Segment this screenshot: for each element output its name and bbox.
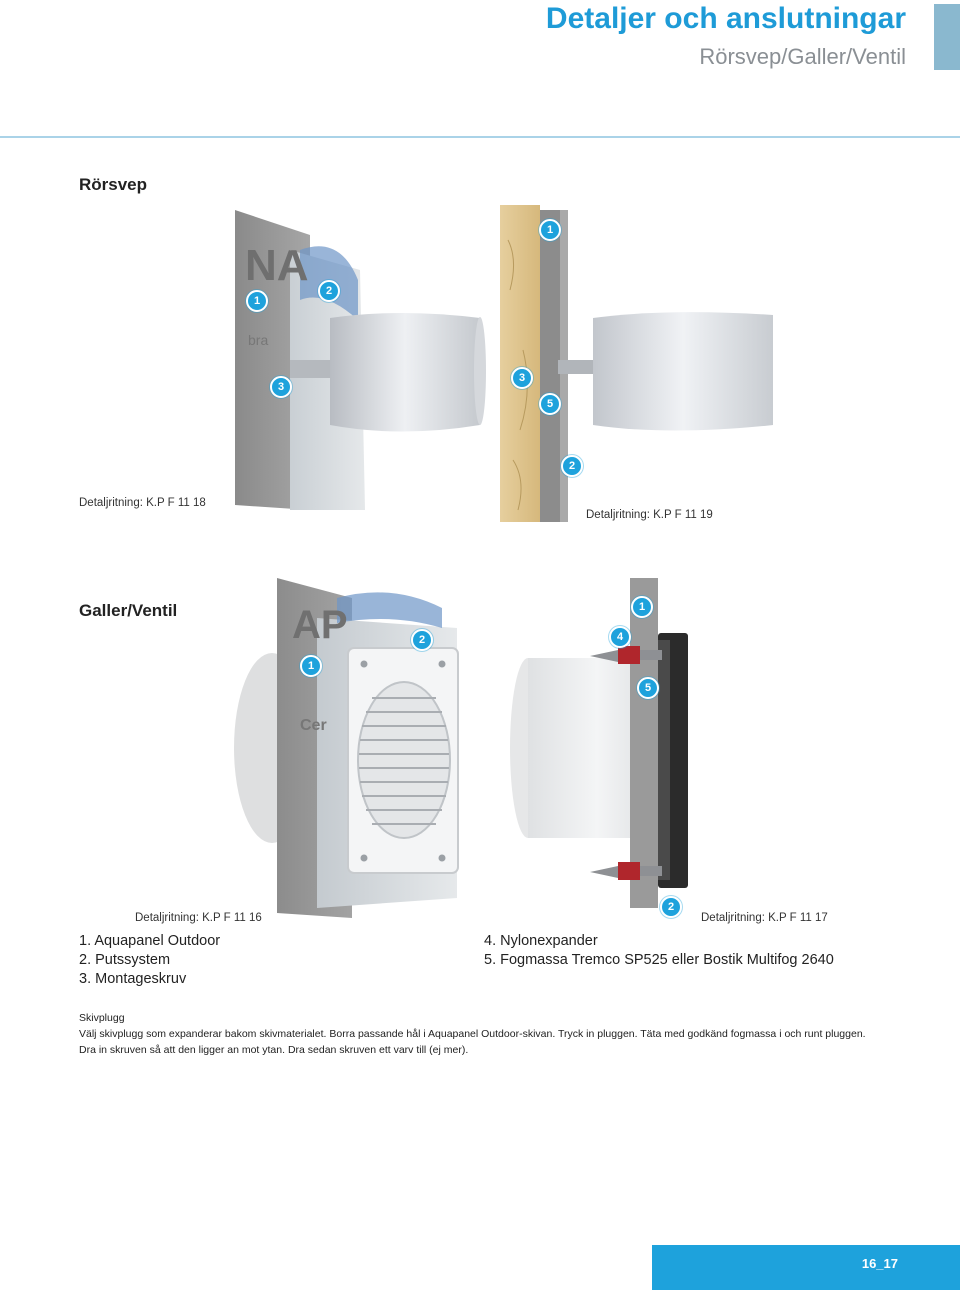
notes-heading: Skivplugg [79,1012,125,1024]
rorsvep-caption-left: Detaljritning: K.P F 11 18 [79,497,206,509]
galler-left-watermark: AP [292,603,348,647]
galler-right-illustration [510,578,688,908]
galler-caption-left: Detaljritning: K.P F 11 16 [135,912,262,924]
page-number-box [652,1245,960,1290]
legend-item: 1. Aquapanel Outdoor [79,933,221,949]
page-title: Detaljer och anslutningar [545,2,906,35]
section-title-rorsvep: Rörsvep [79,175,148,194]
rorsvep-right-badge-1: 1 [539,219,561,241]
galler-left-badge-1: 1 [300,655,322,677]
galler-right-badge-5: 5 [637,677,659,699]
rorsvep-left-watermark2: bra [248,332,268,348]
rorsvep-left-watermark: NA [245,241,309,290]
galler-right-badge-1: 1 [631,596,653,618]
section-title-galler: Galler/Ventil [79,601,178,620]
notes-text: Välj skivplugg som expanderar bakom skiv… [79,1028,866,1056]
header-divider [0,136,960,138]
notes-block: Skivplugg Välj skivplugg som expanderar … [79,1010,879,1058]
legend-item: 4. Nylonexpander [484,933,598,949]
legend-item: 2. Putssystem [79,952,171,968]
legend-item: 5. Fogmassa Tremco SP525 eller Bostik Mu… [484,952,834,968]
header-tab-marker [934,4,960,70]
galler-left-badge-2: 2 [411,629,433,651]
galler-left-watermark2: Cer [300,717,327,734]
legend-column-1: 1. Aquapanel Outdoor 2. Putssystem 3. Mo… [79,932,220,989]
legend-column-2: 4. Nylonexpander 5. Fogmassa Tremco SP52… [484,932,834,970]
rorsvep-left-badge-3: 3 [270,376,292,398]
galler-right-badge-2: 2 [660,896,682,918]
rorsvep-caption-right: Detaljritning: K.P F 11 19 [586,509,713,521]
legend-item: 3. Montageskruv [79,971,187,987]
galler-caption-right: Detaljritning: K.P F 11 17 [701,912,828,924]
page-subtitle: Rörsvep/Galler/Ventil [699,44,906,69]
rorsvep-right-badge-5: 5 [539,393,561,415]
rorsvep-right-badge-2: 2 [561,455,583,477]
rorsvep-right-badge-3: 3 [511,367,533,389]
galler-right-badge-4: 4 [609,626,631,648]
rorsvep-left-badge-1: 1 [246,290,268,312]
rorsvep-left-badge-2: 2 [318,280,340,302]
page-number: 16_17 [861,1256,898,1271]
rorsvep-left-illustration: NA bra [235,210,486,510]
rorsvep-right-illustration [500,205,773,522]
galler-left-illustration: AP Cer [234,578,459,918]
